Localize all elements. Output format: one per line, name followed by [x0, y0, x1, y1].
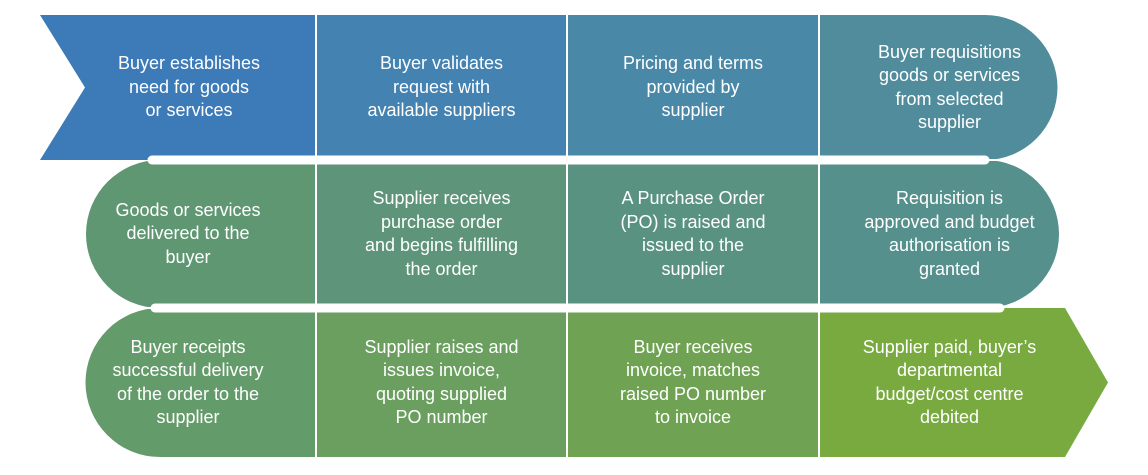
step-label-11: Buyer receives invoice, matches raised P…: [619, 336, 767, 428]
step-shape-12: [819, 308, 1108, 457]
step-label-7: Supplier receives purchase order and beg…: [364, 188, 519, 279]
step-shape-2: [316, 15, 567, 160]
step-label-12: Supplier paid, buyer’s departmental budg…: [862, 336, 1037, 428]
step-label-2: Buyer validates request with available s…: [367, 53, 516, 121]
step-label-8: Goods or services delivered to the buyer: [115, 199, 261, 267]
step-shape-9: [85, 308, 316, 457]
step-shape-11: [567, 308, 819, 457]
step-label-5: Requisition is approved and budget autho…: [864, 188, 1035, 279]
step-label-3: Pricing and terms provided by supplier: [622, 53, 764, 121]
step-label-10: Supplier raises and issues invoice, quot…: [364, 336, 519, 428]
step-shape-10: [316, 308, 567, 457]
step-shape-8: [86, 160, 316, 308]
step-label-1: Buyer establishes need for goods or serv…: [117, 53, 261, 121]
step-shape-4: [819, 15, 1058, 160]
step-shape-1: [40, 15, 316, 160]
step-label-9: Buyer receipts successful delivery of th…: [112, 336, 264, 428]
step-shape-3: [567, 15, 819, 160]
step-label-4: Buyer requisitions goods or services fro…: [877, 41, 1022, 133]
step-shape-7: [316, 160, 567, 308]
step-shape-6: [567, 160, 819, 308]
step-label-6: A Purchase Order (PO) is raised and issu…: [620, 188, 766, 279]
step-shape-5: [819, 160, 1059, 308]
